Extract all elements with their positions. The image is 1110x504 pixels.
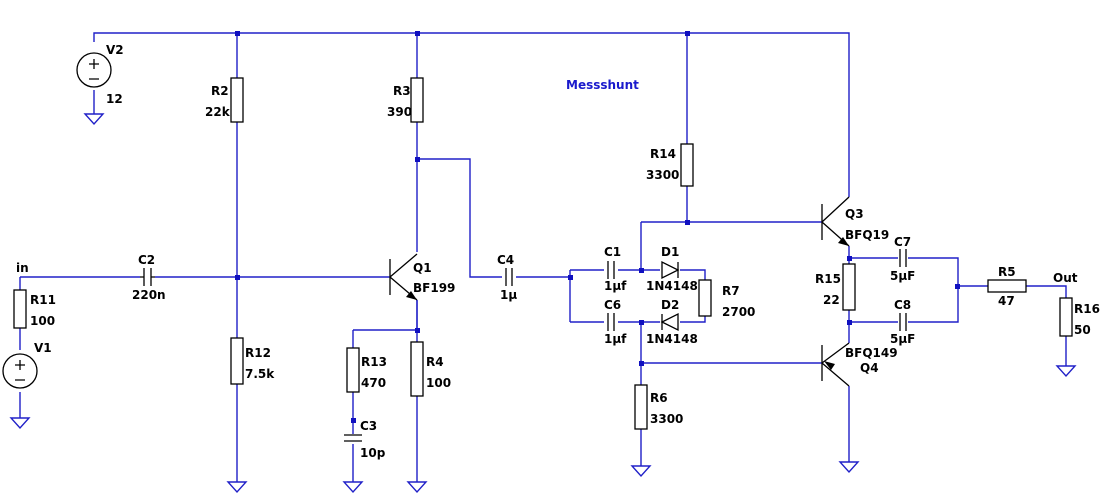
- r13-name: R13: [361, 355, 387, 369]
- c7-value: 5µF: [890, 269, 915, 283]
- resistor-r16: R16 50: [1059, 297, 1100, 337]
- capacitor-c7: C7 5µF: [890, 235, 915, 283]
- r12-name: R12: [245, 346, 271, 360]
- r5-name: R5: [998, 265, 1016, 279]
- transistor-q3: Q3 BFQ19: [821, 196, 889, 247]
- r3-name: R3: [393, 84, 411, 98]
- resistor-r3: R3 390: [387, 77, 424, 123]
- capacitor-c2: C2 220n: [132, 253, 166, 302]
- c8-value: 5µF: [890, 332, 915, 346]
- r6-value: 3300: [650, 412, 683, 426]
- r16-value: 50: [1074, 323, 1091, 337]
- r13-value: 470: [361, 376, 386, 390]
- net-label-in: in: [16, 261, 29, 275]
- r7-value: 2700: [722, 305, 755, 319]
- resistor-r4: R4 100: [410, 341, 451, 397]
- q3-value: BFQ19: [845, 228, 889, 242]
- r5-value: 47: [998, 294, 1015, 308]
- r3-value: 390: [387, 105, 412, 119]
- v1-name: V1: [34, 341, 52, 355]
- r11-name: R11: [30, 293, 56, 307]
- resistor-r2: R2 22k: [205, 77, 244, 123]
- d2-name: D2: [661, 298, 679, 312]
- resistor-r11: R11 100: [13, 289, 56, 329]
- resistor-r7: R7 2700: [698, 279, 755, 319]
- r4-value: 100: [426, 376, 451, 390]
- resistor-r12: R12 7.5k: [230, 337, 275, 385]
- ground-icon: [1055, 365, 1077, 378]
- q3-name: Q3: [845, 207, 864, 221]
- c4-name: C4: [497, 253, 514, 267]
- voltage-source-v1: V1: [2, 341, 52, 389]
- r15-name: R15: [815, 272, 841, 286]
- resistor-r6: R6 3300: [634, 384, 683, 430]
- ground-icon: [226, 481, 248, 494]
- c2-name: C2: [138, 253, 155, 267]
- ground-icon: [838, 461, 860, 474]
- q4-value: BFQ149: [845, 346, 898, 360]
- junction-dots: [235, 31, 960, 423]
- diode-d2: D2 1N4148: [646, 298, 698, 346]
- c8-name: C8: [894, 298, 911, 312]
- c7-name: C7: [894, 235, 911, 249]
- r2-name: R2: [211, 84, 229, 98]
- q1-name: Q1: [413, 261, 432, 275]
- r15-value: 22: [823, 293, 840, 307]
- voltage-source-v2: V2 12: [76, 43, 124, 106]
- transistor-q1: Q1 BF199: [389, 253, 455, 301]
- ground-icon: [9, 417, 31, 430]
- c4-value: 1µ: [500, 288, 517, 302]
- c3-value: 10p: [360, 446, 386, 460]
- resistor-r13: R13 470: [346, 347, 387, 393]
- c1-name: C1: [604, 245, 621, 259]
- capacitor-c8: C8 5µF: [890, 298, 915, 346]
- ground-symbols: [9, 113, 1077, 494]
- r12-value: 7.5k: [245, 367, 275, 381]
- c3-name: C3: [360, 419, 377, 433]
- r16-name: R16: [1074, 302, 1100, 316]
- capacitor-c3: C3 10p: [344, 419, 386, 460]
- capacitor-c4: C4 1µ: [497, 253, 517, 302]
- wires: [19, 32, 1067, 482]
- q4-name: Q4: [860, 361, 879, 375]
- r14-value: 3300: [646, 168, 679, 182]
- d1-name: D1: [661, 245, 679, 259]
- r4-name: R4: [426, 355, 444, 369]
- transistor-q4: BFQ149 Q4: [821, 342, 898, 387]
- r11-value: 100: [30, 314, 55, 328]
- resistor-r14: R14 3300: [646, 143, 694, 187]
- r2-value: 22k: [205, 105, 231, 119]
- c6-name: C6: [604, 298, 621, 312]
- diode-d1: D1 1N4148: [646, 245, 698, 293]
- c6-value: 1µf: [604, 332, 627, 346]
- q1-value: BF199: [413, 281, 455, 295]
- capacitor-c6: C6 1µf: [604, 298, 627, 346]
- ground-icon: [342, 481, 364, 494]
- v2-name: V2: [106, 43, 124, 57]
- ground-icon: [630, 465, 652, 478]
- d2-value: 1N4148: [646, 332, 698, 346]
- resistor-r15: R15 22: [815, 263, 856, 311]
- ground-icon: [406, 481, 428, 494]
- r6-name: R6: [650, 391, 668, 405]
- net-label-out: Out: [1053, 271, 1078, 285]
- resistor-r5: R5 47: [987, 265, 1027, 308]
- c2-value: 220n: [132, 288, 166, 302]
- ground-icon: [83, 113, 105, 126]
- capacitor-c1: C1 1µf: [604, 245, 627, 293]
- c1-value: 1µf: [604, 279, 627, 293]
- r14-name: R14: [650, 147, 676, 161]
- r7-name: R7: [722, 284, 740, 298]
- v2-value: 12: [106, 92, 123, 106]
- annotation-messshunt: Messshunt: [566, 78, 639, 92]
- d1-value: 1N4148: [646, 279, 698, 293]
